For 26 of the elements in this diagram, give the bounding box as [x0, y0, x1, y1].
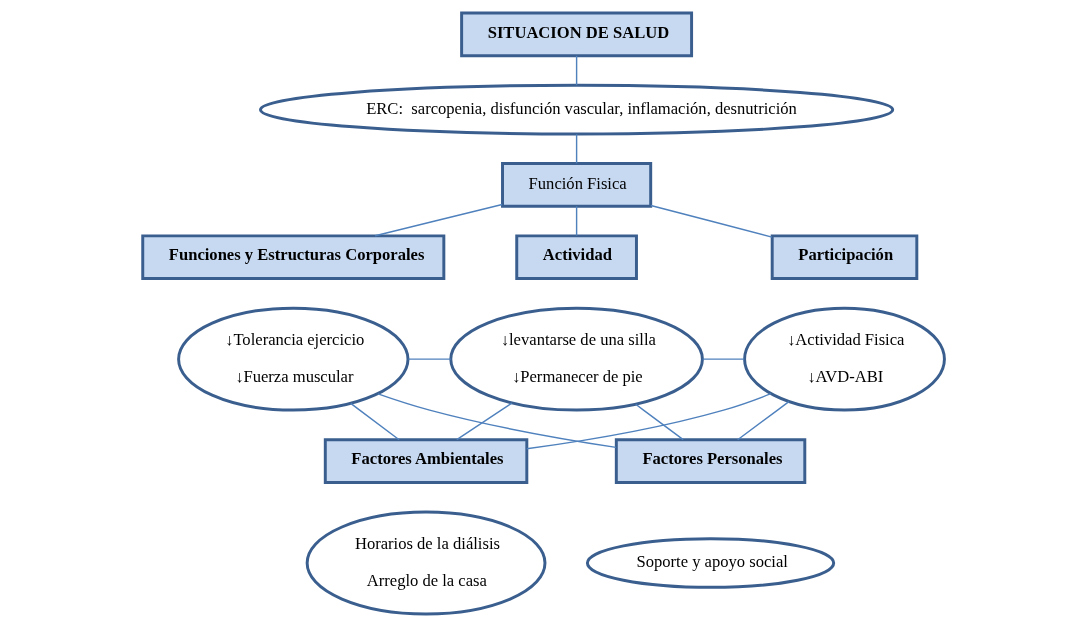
connector — [635, 403, 684, 441]
node-ellipse: ERC: sarcopenia, disfunción vascular, inflamación, desnutrición — [259, 83, 895, 136]
connector — [575, 133, 578, 164]
connector — [575, 55, 578, 86]
connector — [377, 393, 617, 449]
node-box: Factores Ambientales — [323, 438, 529, 484]
connector — [374, 203, 503, 237]
node-ellipse: ↓levantarse de una silla ↓Permanecer de pie — [449, 306, 704, 412]
connector — [702, 358, 745, 360]
connector — [650, 204, 773, 238]
node-ellipse: ↓Actividad Fisica ↓AVD-ABI — [743, 306, 946, 412]
node-ellipse: Horarios de la diálisis Arreglo de la casa — [305, 510, 547, 616]
node-box: Función Fisica — [501, 162, 653, 208]
node-box: Factores Personales — [614, 438, 807, 484]
connector — [575, 205, 578, 237]
node-box: Participación — [770, 234, 919, 281]
node-box: SITUACION DE SALUD — [460, 11, 694, 58]
node-box: Funciones y Estructuras Corporales — [141, 234, 446, 281]
connector — [407, 358, 452, 360]
connector — [456, 402, 513, 441]
connector — [737, 401, 790, 441]
node-ellipse: Soporte y apoyo social — [585, 537, 836, 589]
connector — [526, 393, 772, 450]
node-box: Actividad — [515, 234, 638, 281]
node-ellipse: ↓Tolerancia ejercicio ↓Fuerza muscular — [177, 306, 410, 412]
connector — [350, 402, 400, 441]
